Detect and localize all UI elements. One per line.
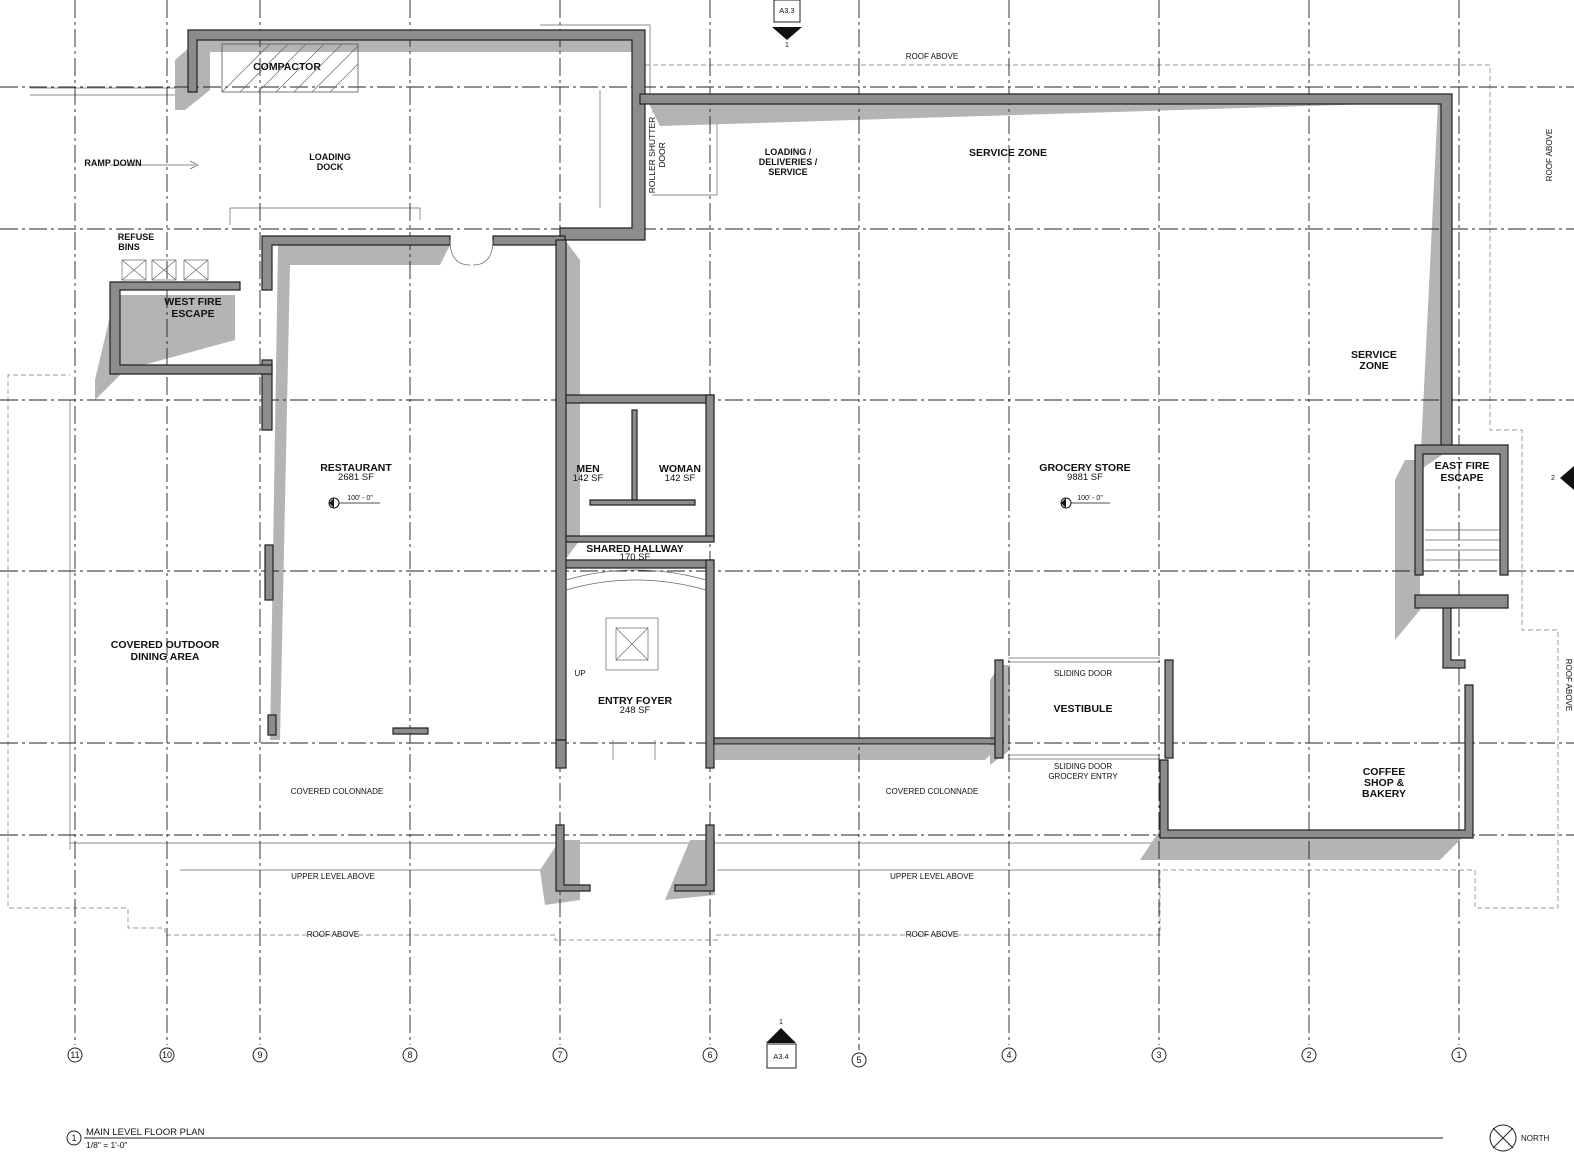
elevation-grocery: 100' - 0" — [1077, 495, 1103, 502]
svg-text:7: 7 — [557, 1050, 562, 1060]
ramp-down-label: RAMP DOWN — [84, 158, 141, 168]
title-block: 1 MAIN LEVEL FLOOR PLAN 1/8" = 1'-0" — [66, 1127, 1443, 1150]
svg-text:2: 2 — [1306, 1050, 1311, 1060]
title-text: MAIN LEVEL FLOOR PLAN — [86, 1127, 205, 1138]
men-area: 142 SF — [573, 473, 604, 484]
svg-text:1: 1 — [779, 1019, 783, 1026]
service-zone-right-label-2: ZONE — [1359, 360, 1388, 372]
grid-bubble-11: 11 — [67, 1047, 83, 1063]
section-tag-top: A3.3 1 — [772, 0, 802, 49]
title-scale: 1/8" = 1'-0" — [86, 1140, 127, 1150]
roller-shutter-label-1: ROLLER SHUTTER — [647, 117, 657, 194]
coffee-shop-label-1: COFFEE — [1363, 766, 1406, 778]
svg-text:9: 9 — [257, 1050, 262, 1060]
room-labels: COMPACTOR RAMP DOWN LOADING DOCK REFUSE … — [84, 61, 1489, 800]
entry-foyer-area: 248 SF — [620, 705, 651, 716]
refuse-bins-label-2: BINS — [118, 242, 140, 252]
plan-details — [121, 43, 1500, 760]
loading-dock-label-2: DOCK — [317, 162, 344, 172]
grocery-store-label: GROCERY STORE — [1039, 462, 1130, 474]
roof-above-right: ROOF ABOVE — [1545, 129, 1554, 181]
covered-colonnade-east: COVERED COLONNADE — [886, 787, 978, 796]
roof-above-bottom-west: ROOF ABOVE — [307, 930, 359, 939]
grid-bubble-3: 3 — [1151, 1047, 1167, 1063]
woman-area: 142 SF — [665, 473, 696, 484]
covered-outdoor-dining-label-1: COVERED OUTDOOR — [111, 639, 220, 651]
svg-text:A3.4: A3.4 — [773, 1052, 788, 1061]
east-fire-escape-label-1: EAST FIRE — [1435, 460, 1490, 472]
entry-foyer-label: ENTRY FOYER — [598, 695, 673, 707]
section-tag-right: 2 — [1551, 466, 1574, 490]
west-fire-escape-label-1: WEST FIRE — [164, 296, 221, 308]
grid-bubble-1: 1 — [1451, 1047, 1467, 1063]
covered-colonnade-west: COVERED COLONNADE — [291, 787, 383, 796]
upper-level-above-west: UPPER LEVEL ABOVE — [291, 872, 375, 881]
grid-bubble-9: 9 — [252, 1047, 268, 1063]
svg-text:3: 3 — [1156, 1050, 1161, 1060]
section-tag-bottom: 1 A3.4 — [766, 1019, 797, 1069]
loading-deliveries-label-3: SERVICE — [768, 167, 807, 177]
title-number: 1 — [71, 1133, 76, 1143]
refuse-bins-label-1: REFUSE — [118, 232, 155, 242]
grid-bubble-10: 10 — [159, 1047, 175, 1063]
service-zone-top-label: SERVICE ZONE — [969, 147, 1047, 159]
grid-bubble-6: 6 — [702, 1047, 718, 1063]
sliding-door-grocery-label-2: GROCERY ENTRY — [1048, 772, 1118, 781]
svg-text:10: 10 — [162, 1050, 172, 1060]
restaurant-label: RESTAURANT — [320, 462, 392, 474]
grocery-store-area: 9881 SF — [1067, 472, 1103, 483]
grid-bubble-4: 4 — [1001, 1047, 1017, 1063]
svg-text:2: 2 — [1551, 475, 1555, 482]
elevation-restaurant: 100' - 0" — [347, 495, 373, 502]
shared-hallway-area: 170 SF — [620, 552, 651, 563]
up-label: UP — [574, 669, 585, 678]
grid-bubble-5: 5 — [851, 1052, 867, 1068]
compactor-label: COMPACTOR — [253, 61, 321, 73]
svg-text:6: 6 — [707, 1050, 712, 1060]
sliding-door-grocery-label-1: SLIDING DOOR — [1054, 762, 1112, 771]
loading-dock-label-1: LOADING — [309, 152, 351, 162]
north-label: NORTH — [1521, 1134, 1550, 1143]
covered-outdoor-dining-label-2: DINING AREA — [130, 651, 199, 663]
coffee-shop-label-3: BAKERY — [1362, 788, 1406, 800]
woman-label: WOMAN — [659, 463, 701, 475]
roof-above-top: ROOF ABOVE — [906, 52, 958, 61]
coffee-shop-label-2: SHOP & — [1364, 777, 1404, 789]
walls — [109, 29, 1509, 892]
service-zone-right-label-1: SERVICE — [1351, 349, 1397, 361]
roller-shutter-label-2: DOOR — [657, 142, 667, 168]
loading-deliveries-label-1: LOADING / — [765, 147, 812, 157]
grid-bubbles: 11 10 9 8 7 6 5 4 3 2 1 — [67, 1047, 1467, 1068]
plan-notes: ROOF ABOVE ROOF ABOVE ROOF ABOVE 100' - … — [291, 52, 1573, 939]
svg-text:1: 1 — [785, 42, 789, 49]
grid-bubble-2: 2 — [1301, 1047, 1317, 1063]
upper-level-above-east: UPPER LEVEL ABOVE — [890, 872, 974, 881]
svg-text:1: 1 — [1456, 1050, 1461, 1060]
loading-deliveries-label-2: DELIVERIES / — [759, 157, 818, 167]
men-label: MEN — [576, 463, 599, 475]
grid-bubble-8: 8 — [402, 1047, 418, 1063]
east-fire-escape-label-2: ESCAPE — [1440, 472, 1483, 484]
north-arrow-icon: NORTH — [1489, 1124, 1550, 1152]
west-fire-escape-label-2: ESCAPE — [171, 308, 214, 320]
roof-above-right-lower: ROOF ABOVE — [1564, 659, 1573, 711]
svg-text:4: 4 — [1006, 1050, 1011, 1060]
restaurant-area: 2681 SF — [338, 472, 374, 483]
grid-bubble-7: 7 — [552, 1047, 568, 1063]
sliding-door-label: SLIDING DOOR — [1054, 669, 1112, 678]
svg-text:5: 5 — [856, 1055, 861, 1065]
svg-text:8: 8 — [407, 1050, 412, 1060]
svg-text:11: 11 — [70, 1050, 79, 1060]
shared-hallway-label: SHARED HALLWAY — [586, 543, 684, 555]
roof-above-bottom-east: ROOF ABOVE — [906, 930, 958, 939]
vestibule-label: VESTIBULE — [1054, 703, 1113, 715]
svg-text:A3.3: A3.3 — [779, 6, 794, 15]
